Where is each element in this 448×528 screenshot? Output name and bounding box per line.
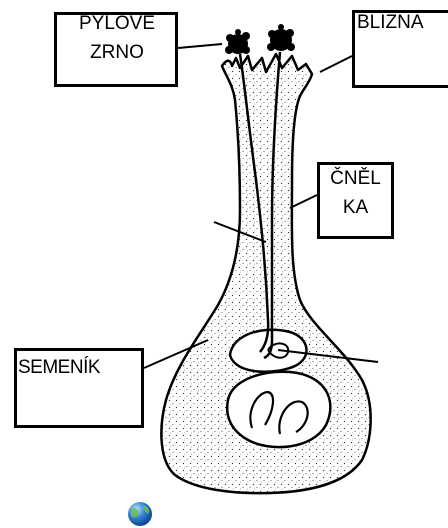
globe-icon[interactable]	[128, 502, 152, 526]
ovule-lower	[227, 372, 330, 447]
pollen-grain-left	[225, 29, 250, 54]
leader-pylove-zrno	[178, 44, 222, 48]
label-blizna: BLIZNA	[357, 12, 424, 34]
label-cnelka-line2: KA	[317, 197, 394, 219]
label-semenik: SEMENÍK	[18, 357, 100, 379]
leader-cnelka	[290, 195, 317, 208]
label-pylove-zrno-line1: PYLOVÉ	[61, 13, 173, 35]
leader-blizna	[320, 56, 352, 72]
pollen-grain-right	[267, 24, 295, 51]
label-pylove-zrno-line2: ZRNO	[61, 42, 173, 64]
label-cnelka-line1: ČNĚL	[317, 168, 394, 190]
